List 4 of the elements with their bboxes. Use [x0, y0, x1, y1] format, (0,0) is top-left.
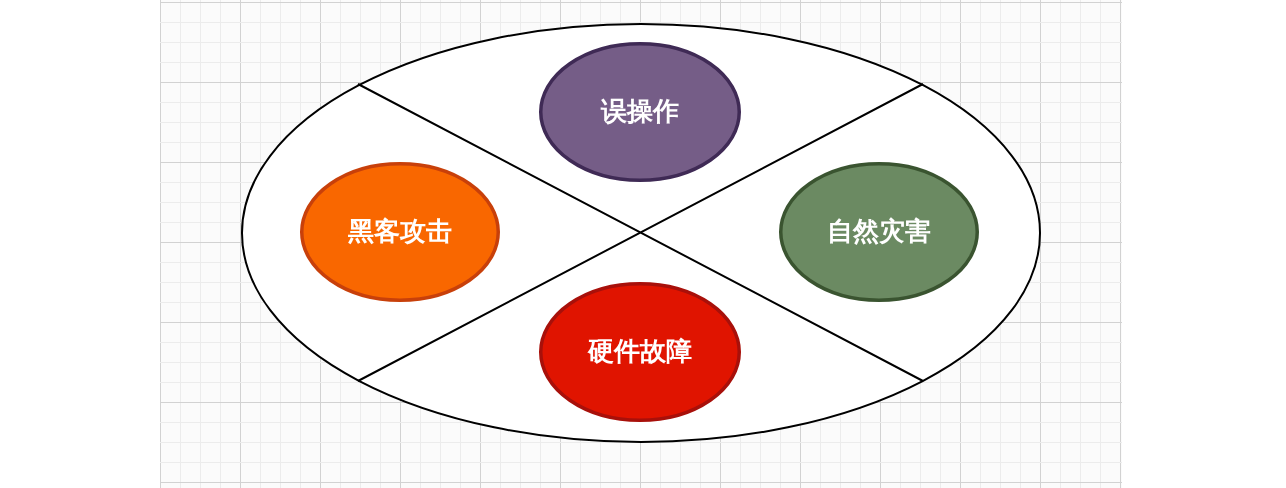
- node-label: 自然灾害: [827, 217, 931, 247]
- node-label: 误操作: [601, 97, 679, 127]
- node-label: 黑客攻击: [348, 217, 452, 247]
- node-label: 硬件故障: [588, 337, 692, 367]
